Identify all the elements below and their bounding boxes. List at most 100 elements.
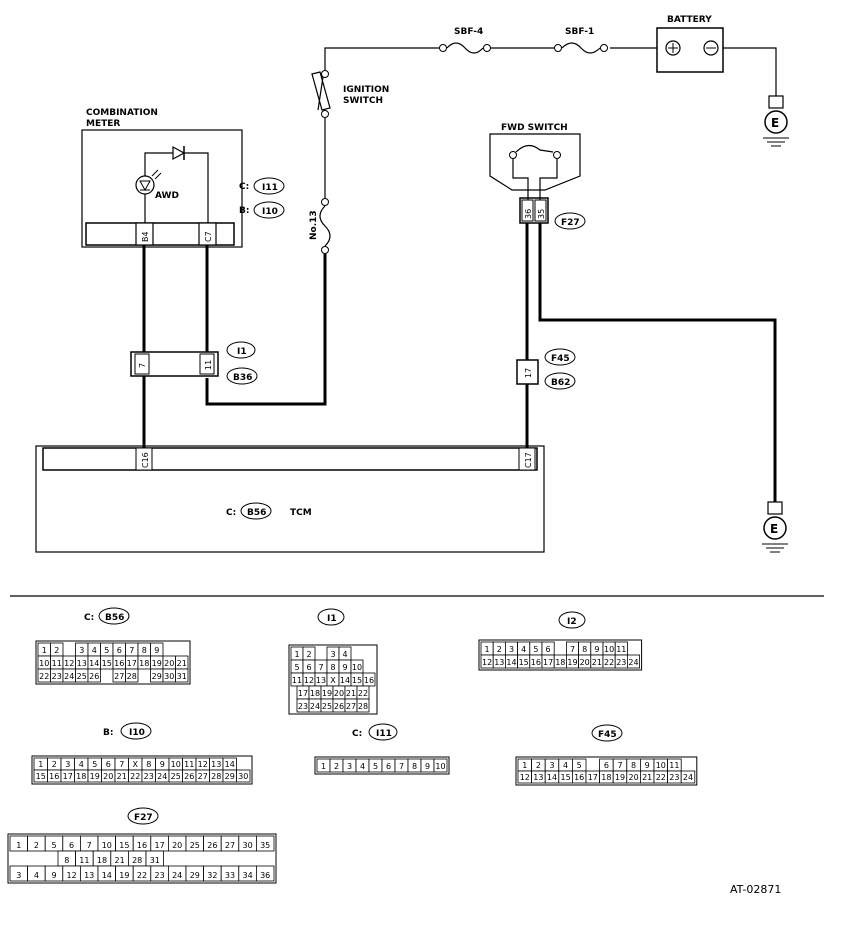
tag-i1: I1 (237, 347, 247, 357)
svg-text:I1: I1 (327, 614, 337, 624)
svg-text:I10: I10 (129, 728, 145, 738)
i10-pin-label: 16 (49, 772, 59, 781)
f27-pin-label: 25 (190, 841, 200, 850)
f27-cavity (255, 865, 275, 882)
fuse-no13: No.13 (309, 198, 331, 254)
i10-pin-label: 26 (184, 772, 194, 781)
i1-pin-label: 2 (306, 650, 311, 659)
i1-pin-label: 13 (316, 676, 326, 685)
i2-pin-label: 10 (604, 645, 614, 654)
b56-pin-label: 21 (177, 659, 187, 668)
svg-text:B:: B: (103, 728, 113, 738)
f27-pin35: 35 (537, 209, 546, 219)
f27-pin-label: 17 (155, 841, 165, 850)
b56-pin-label: 5 (104, 646, 109, 655)
f45-pin-label: 1 (522, 761, 527, 770)
i2-pin-label: 17 (543, 658, 553, 667)
i10-pin-label: 14 (225, 760, 235, 769)
f45-cavity (680, 770, 696, 784)
b56-pin-label: 4 (92, 646, 97, 655)
i2-pin-label: 12 (482, 658, 492, 667)
f45-pin-label: 18 (601, 773, 611, 782)
i1-pin-label: 23 (298, 702, 308, 711)
meter-b4: B4 (141, 231, 150, 242)
tag-b36: B36 (233, 373, 252, 383)
i10-pin-label: 30 (238, 772, 248, 781)
i10-pin-label: 3 (65, 760, 70, 769)
f27-pin-label: 21 (115, 856, 125, 865)
fwd-switch-label: FWD SWITCH (501, 123, 568, 133)
sbf1-label: SBF-1 (565, 27, 594, 37)
b56-pin-label: 22 (39, 672, 49, 681)
svg-text:C:: C: (352, 729, 362, 739)
b56-pin-label: 23 (52, 672, 62, 681)
b56-pin-label: 9 (154, 646, 159, 655)
f27-pin-label: 22 (137, 871, 147, 880)
f45-pin-label: 8 (631, 761, 636, 770)
i10-pin-label: 19 (90, 772, 100, 781)
ground-top: E (763, 95, 789, 147)
i1-pin-label: 9 (342, 663, 347, 672)
i1-pin-label: 12 (304, 676, 314, 685)
b56-pin-label: 14 (89, 659, 99, 668)
b56-pin-label: 24 (64, 672, 74, 681)
i1-housing (288, 644, 378, 715)
i1-pin-label: 18 (310, 689, 320, 698)
i2-housing (478, 639, 643, 671)
i2-pin-label: 2 (497, 645, 502, 654)
b56-cavity (125, 668, 139, 683)
tcm-c-prefix: C: (226, 508, 236, 518)
i1-pin-label: 22 (358, 689, 368, 698)
b56-cavity (175, 668, 189, 683)
b56-pin-label: 16 (114, 659, 124, 668)
i10-pin-label: 13 (211, 760, 221, 769)
i2-cavity (627, 654, 641, 669)
i2-pin-label: 18 (555, 658, 565, 667)
i10-pin-label: X (133, 760, 139, 769)
fwd-switch: FWD SWITCH 36 35 (489, 123, 581, 224)
tcm-c16: C16 (141, 452, 150, 468)
f45-pin-label: 6 (604, 761, 609, 770)
i2-pin-label: 22 (604, 658, 614, 667)
f27-pin-label: 30 (243, 841, 253, 850)
i2-pin-label: 11 (616, 645, 626, 654)
connector-f45-inline: 17 (516, 359, 539, 385)
i10-pin-label: 20 (103, 772, 113, 781)
i10-pin-label: 9 (160, 760, 165, 769)
tcm-c17: C17 (524, 452, 533, 468)
b56-pin-label: 29 (152, 672, 162, 681)
i11-housing (314, 756, 450, 775)
f27-pin-label: 33 (225, 871, 235, 880)
i10-pin-label: 7 (119, 760, 124, 769)
i11-pin-label: 10 (435, 762, 445, 771)
f27-pin-label: 4 (34, 871, 39, 880)
i2-pin-label: 9 (594, 645, 599, 654)
i11-pin-label: 2 (334, 762, 339, 771)
ground-top-label: E (771, 116, 779, 130)
i1-pin11: 11 (204, 360, 213, 370)
i10-pin-label: 24 (157, 772, 167, 781)
f27-pin-label: 18 (97, 856, 107, 865)
f27-cavity (255, 835, 275, 852)
i1-pin-label: 15 (352, 676, 362, 685)
i10-pin-label: 15 (36, 772, 46, 781)
b56-pin-label: 20 (164, 659, 174, 668)
i1-pin-label: 24 (310, 702, 320, 711)
svg-text:C:: C: (84, 613, 94, 623)
f27-pin-label: 3 (16, 871, 21, 880)
connector-i1-inline: 7 11 (130, 351, 219, 377)
i10-pin-label: 21 (117, 772, 127, 781)
f45-pin-label: 10 (656, 761, 666, 770)
b56-pin-label: 2 (54, 646, 59, 655)
f27-pin-label: 31 (150, 856, 160, 865)
svg-text:I2: I2 (567, 617, 577, 627)
i1-pin-label: 16 (364, 676, 374, 685)
svg-text:F45: F45 (598, 730, 617, 740)
b56-pin-label: 11 (52, 659, 62, 668)
tcm: C16 C17 C: B56 TCM (35, 445, 545, 553)
ignition-label-2: SWITCH (343, 96, 383, 106)
f45-housing (515, 756, 698, 786)
i1-pin-label: 26 (334, 702, 344, 711)
i11-pin-label: 9 (425, 762, 430, 771)
